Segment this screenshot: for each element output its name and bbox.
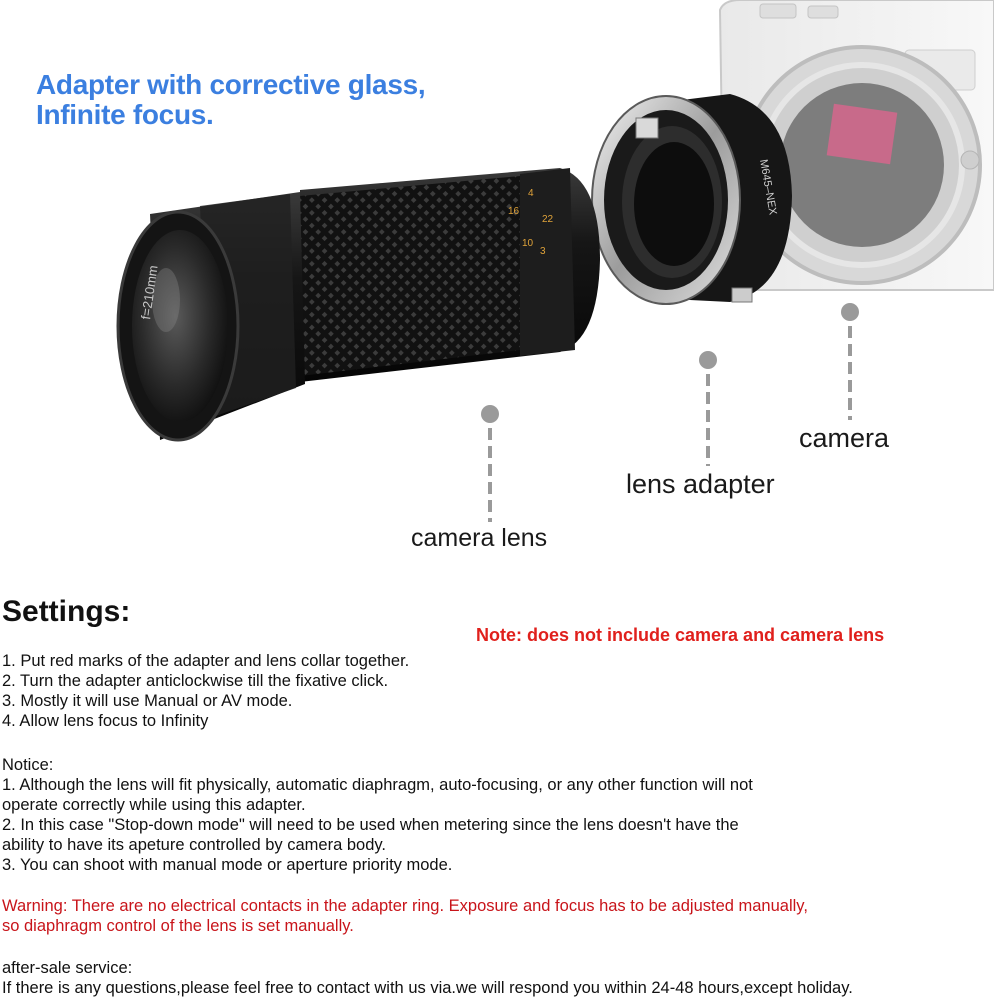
camera-lens: f=210mm 4 16 22 10 3 [116,168,600,442]
headline: Adapter with corrective glass, Infinite … [36,69,426,130]
notice-line: 3. You can shoot with manual mode or ape… [2,856,453,874]
callout-lens-label: camera lens [411,524,548,552]
headline-line-1: Adapter with corrective glass, [36,69,426,100]
warning-line-1: Warning: There are no electrical contact… [2,897,808,915]
callout-adapter-pointer [699,351,717,466]
notice-section: Notice: 1. Although the lens will fit ph… [2,755,753,875]
warning-section: Warning: There are no electrical contact… [2,896,808,936]
product-illustration: M645–NEX f=210mm 4 16 22 10 3 [116,0,994,522]
settings-title: Settings: [2,595,131,628]
callout-adapter-label: lens adapter [626,469,775,499]
settings-steps: 1. Put red marks of the adapter and lens… [2,651,409,731]
notice-line: operate correctly while using this adapt… [2,796,306,814]
notice-heading: Notice: [2,756,54,774]
callout-lens-pointer [481,405,499,522]
service-heading: after-sale service: [2,959,133,977]
settings-step: 2. Turn the adapter anticlockwise till t… [2,672,389,690]
headline-line-2: Infinite focus. [36,99,214,130]
settings-step: 3. Mostly it will use Manual or AV mode. [2,692,293,710]
aperture-mark-3: 3 [540,246,546,257]
notice-line: ability to have its apeture controlled b… [2,836,386,854]
notice-line: 1. Although the lens will fit physically… [2,776,753,794]
lens-adapter: M645–NEX [591,94,792,305]
aperture-mark-16: 16 [508,206,520,217]
aperture-mark-10: 10 [522,238,534,249]
aperture-mark-4: 4 [528,188,534,199]
package-note: Note: does not include camera and camera… [476,625,885,645]
notice-line: 2. In this case "Stop-down mode" will ne… [2,816,739,834]
settings-step: 1. Put red marks of the adapter and lens… [2,652,410,670]
warning-line-2: so diaphragm control of the lens is set … [2,917,354,935]
service-text: If there is any questions,please feel fr… [2,979,853,997]
callout-camera-pointer [841,303,859,420]
after-sale-service: after-sale service: If there is any ques… [2,958,853,998]
callout-camera-label: camera [799,423,890,453]
settings-step: 4. Allow lens focus to Infinity [2,712,209,730]
aperture-mark-22: 22 [542,214,554,225]
